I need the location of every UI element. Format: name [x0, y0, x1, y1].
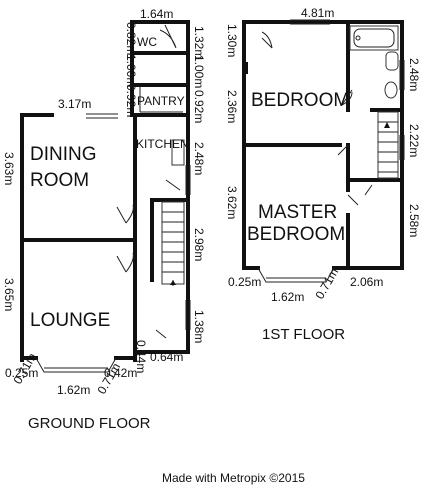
dining-room-label-line2: ROOM — [30, 170, 89, 191]
first-floor-caption: 1ST FLOOR — [262, 326, 345, 343]
washbasin — [385, 51, 399, 71]
ground-outer-wall — [20, 20, 190, 362]
master-bedroom-label-line1: MASTER — [258, 202, 337, 223]
dim-kitchen-height: 2.48m — [192, 142, 206, 175]
dim-ground-top-width: 1.64m — [140, 7, 173, 21]
dim-dining-height: 3.63m — [2, 152, 16, 185]
dim-wc-right: 1.32m — [192, 26, 206, 59]
dim-pantry-left: 0.92m — [124, 84, 138, 117]
dim-landing-height: 2.22m — [407, 124, 421, 157]
dim-box-height: 2.58m — [407, 204, 421, 237]
first-inner-walls — [242, 20, 404, 270]
ground-staircase — [161, 201, 185, 286]
pantry-label: PANTRY — [137, 94, 185, 108]
dim-hall-height: 1.38m — [192, 310, 206, 343]
dim-first-bay-width: 1.62m — [271, 290, 304, 304]
dim-master-height: 3.62m — [225, 186, 239, 219]
dim-bedroom-upper: 1.30m — [225, 24, 239, 57]
dim-bedroom-lower: 2.36m — [225, 90, 239, 123]
dim-hall-left: 0.44m — [134, 340, 148, 373]
ground-inner-walls — [20, 51, 190, 282]
ground-floor-plan — [20, 20, 191, 373]
wc-door — [159, 24, 177, 49]
kitchen-counter — [171, 139, 185, 166]
dim-wc-left: 0.82m — [124, 22, 138, 55]
dim-box-width: 2.06m — [350, 275, 383, 289]
kitchen-label: KITCHEN — [136, 137, 189, 151]
first-windows — [290, 19, 405, 160]
ground-floor-caption: GROUND FLOOR — [28, 415, 151, 432]
dim-mid-right: 1.00m — [192, 55, 206, 88]
first-floor-plan — [242, 19, 405, 283]
bathtub — [349, 25, 399, 51]
pantry-shelf — [139, 87, 183, 113]
ground-bay-window — [35, 357, 117, 373]
master-bedroom-label-line2: BEDROOM — [247, 224, 345, 245]
first-doors — [261, 31, 373, 206]
lounge-label: LOUNGE — [30, 310, 110, 331]
dim-first-bay-right-angle: 0.71m — [312, 266, 341, 302]
dim-first-top-width: 4.81m — [301, 6, 334, 20]
dim-hall-right: 0.64m — [150, 350, 183, 364]
ground-front-wall — [20, 350, 190, 360]
first-staircase — [377, 111, 399, 179]
dim-bath-height: 2.48m — [407, 58, 421, 91]
hall-doors — [116, 179, 181, 339]
dim-pantry-right: 0.92m — [192, 90, 206, 123]
dim-ground-bay-right: 0.42m — [104, 366, 137, 380]
dim-ground-bay-width: 1.62m — [57, 383, 90, 397]
dim-lounge-height: 3.65m — [2, 278, 16, 311]
dim-mid-left: 1.00m — [124, 54, 138, 87]
first-bay-window — [257, 267, 335, 283]
dim-dining-width: 3.17m — [58, 97, 91, 111]
dim-first-bay-left: 0.25m — [228, 275, 261, 289]
dim-stair-height: 2.98m — [192, 228, 206, 261]
bedroom-label: BEDROOM — [251, 90, 349, 111]
ground-windows — [86, 113, 191, 330]
wc-label: WC — [137, 35, 157, 49]
credit-text: Made with Metropix ©2015 — [162, 471, 305, 485]
dim-ground-bay-left: 0.25m — [5, 366, 38, 380]
dining-room-label-line1: DINING — [30, 144, 97, 165]
toilet — [384, 81, 398, 99]
